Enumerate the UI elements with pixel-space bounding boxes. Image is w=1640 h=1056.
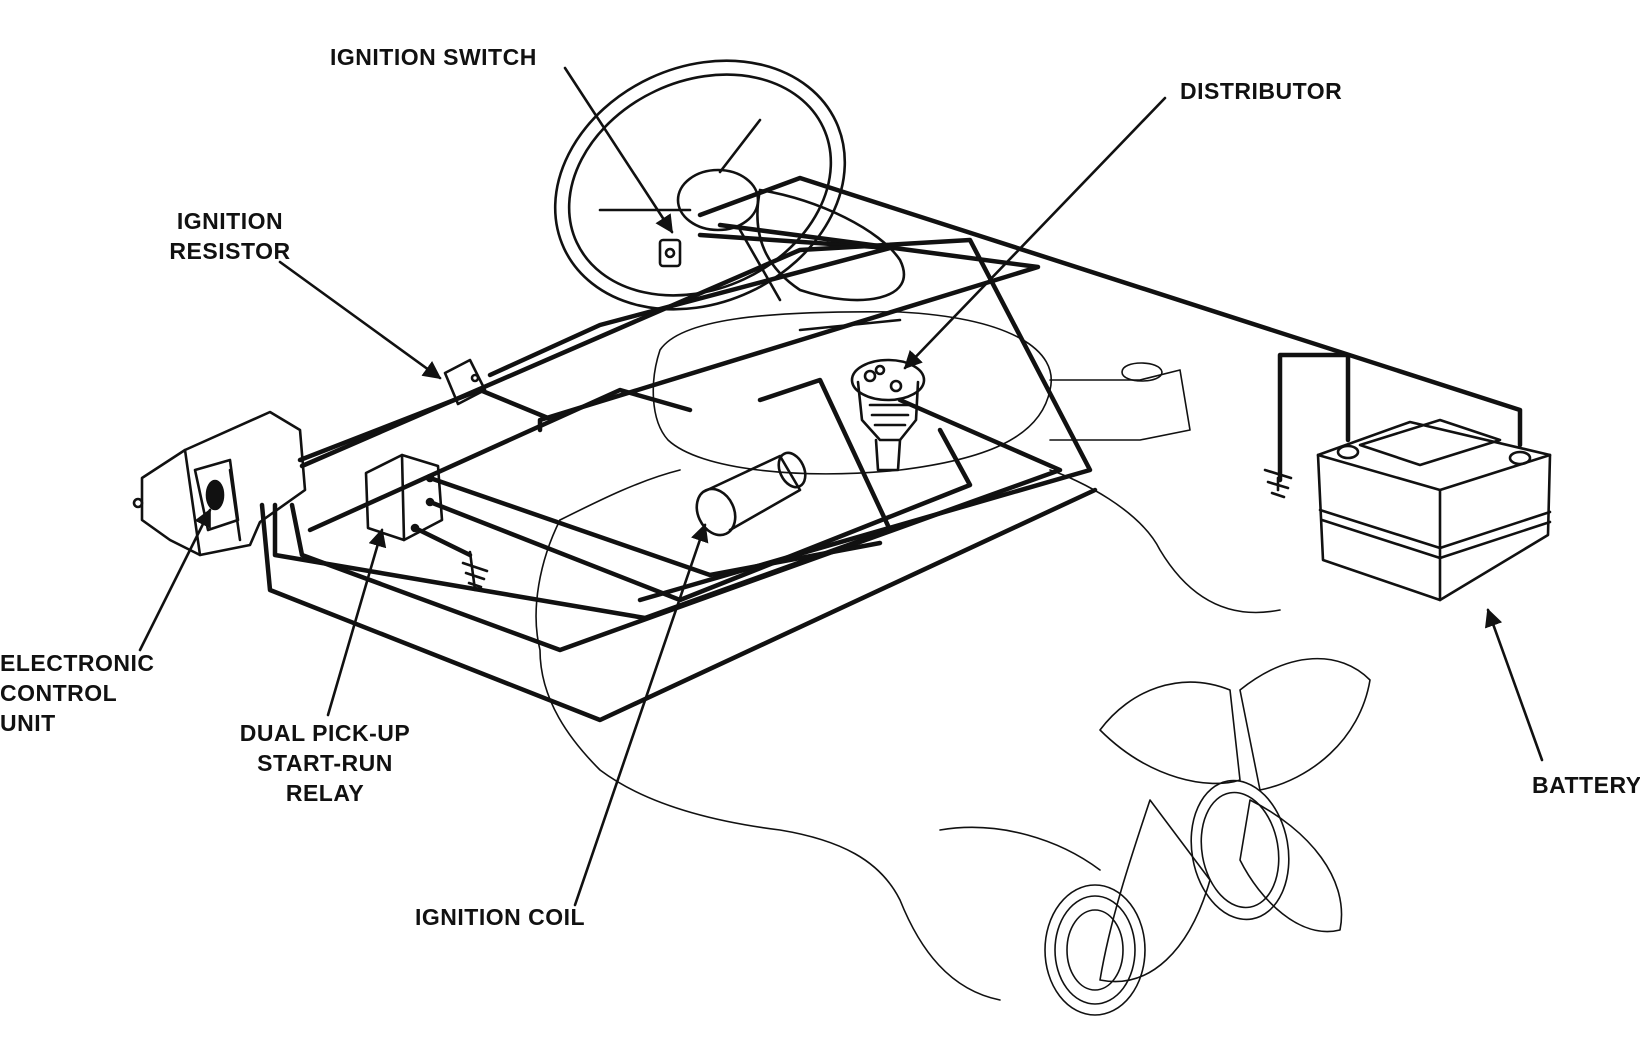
battery [1316, 418, 1552, 602]
label-ignition-resistor: IGNITION RESISTOR [169, 208, 291, 264]
leader-lines [138, 66, 1544, 907]
ignition-coil [695, 451, 807, 537]
label-ignition-coil: IGNITION COIL [415, 904, 586, 930]
ground-symbol-battery [1263, 468, 1293, 499]
wiring-harness [259, 175, 1523, 723]
electronic-control-unit [132, 410, 307, 557]
fan-assembly [1044, 657, 1371, 1016]
distributor [850, 358, 926, 472]
steering-column [553, 59, 906, 332]
label-ignition-switch: IGNITION SWITCH [330, 44, 537, 70]
label-dual-pickup-relay: DUAL PICK-UP START-RUN RELAY [239, 720, 411, 806]
label-electronic-control-unit: ELECTRONIC CONTROL UNIT [0, 650, 155, 736]
label-distributor: DISTRIBUTOR [1180, 78, 1343, 104]
ground-symbol-relay [461, 550, 489, 592]
label-battery: BATTERY [1532, 772, 1640, 798]
